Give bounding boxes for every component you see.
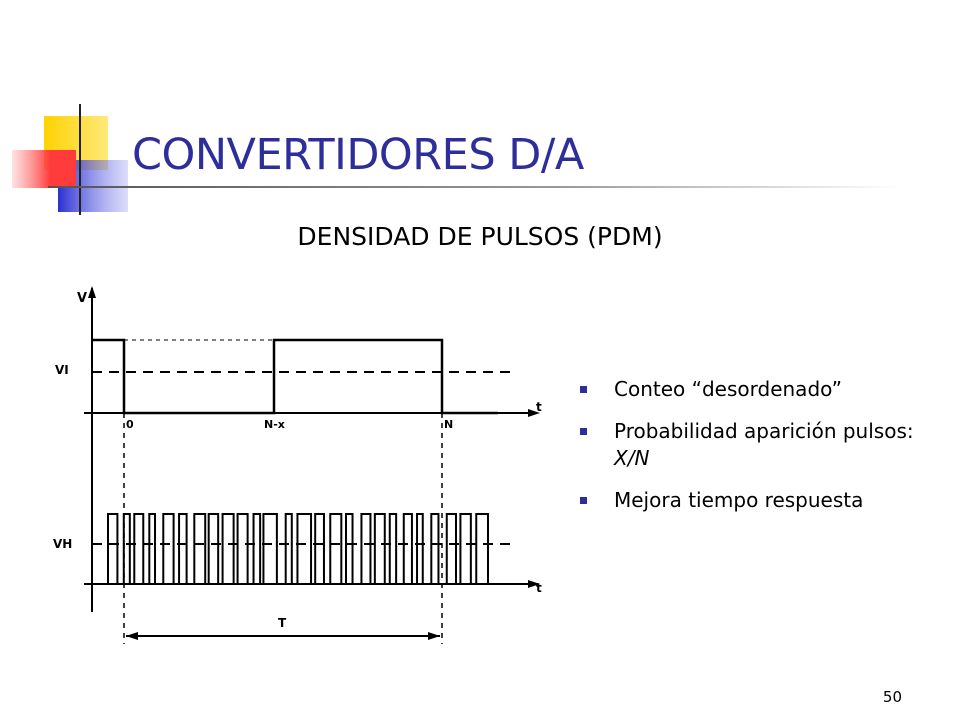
bullet-emphasis: X/N bbox=[614, 446, 650, 470]
page-number: 50 bbox=[882, 688, 902, 706]
label-period: T bbox=[278, 616, 287, 630]
label-vh: VH bbox=[53, 537, 72, 551]
label-t-bottom: t bbox=[536, 581, 542, 595]
bullet-square-icon bbox=[580, 428, 587, 435]
pdm-waveform-diagram: V VI VH t t 0 N-x N T bbox=[53, 286, 542, 644]
bullet-text: Conteo “desordenado” bbox=[614, 377, 843, 401]
bullet-text: Probabilidad aparición pulsos: bbox=[614, 419, 914, 443]
red-block bbox=[12, 150, 76, 188]
bullet-square-icon bbox=[580, 386, 587, 393]
label-n-minus-x: N-x bbox=[264, 418, 285, 431]
t-axis-top-arrow bbox=[528, 409, 540, 417]
bullet-item: Conteo “desordenado” bbox=[578, 376, 918, 403]
v-axis-arrow bbox=[88, 286, 96, 298]
bullet-item: Probabilidad aparición pulsos: X/N bbox=[578, 418, 918, 472]
label-vi: VI bbox=[55, 363, 69, 377]
bullet-list: Conteo “desordenado” Probabilidad aparic… bbox=[578, 376, 918, 529]
bullet-item: Mejora tiempo respuesta bbox=[578, 487, 918, 514]
label-n: N bbox=[444, 418, 453, 431]
top-waveform bbox=[92, 338, 498, 415]
bullet-square-icon bbox=[580, 497, 587, 504]
t-axis-bottom-arrow bbox=[528, 580, 540, 588]
slide-subtitle: DENSIDAD DE PULSOS (PDM) bbox=[297, 222, 663, 251]
label-zero: 0 bbox=[126, 418, 134, 431]
label-v: V bbox=[77, 291, 87, 306]
period-arrow-right bbox=[428, 632, 440, 640]
pdm-pulse-waveform bbox=[102, 513, 498, 585]
label-t-top: t bbox=[536, 400, 542, 414]
title-underline bbox=[50, 186, 900, 188]
pdm-pulse-train bbox=[102, 513, 498, 585]
bullet-text: Mejora tiempo respuesta bbox=[614, 488, 864, 512]
corner-decoration bbox=[12, 104, 200, 215]
slide-title: CONVERTIDORES D/A bbox=[132, 130, 584, 180]
period-arrow-left bbox=[126, 632, 138, 640]
